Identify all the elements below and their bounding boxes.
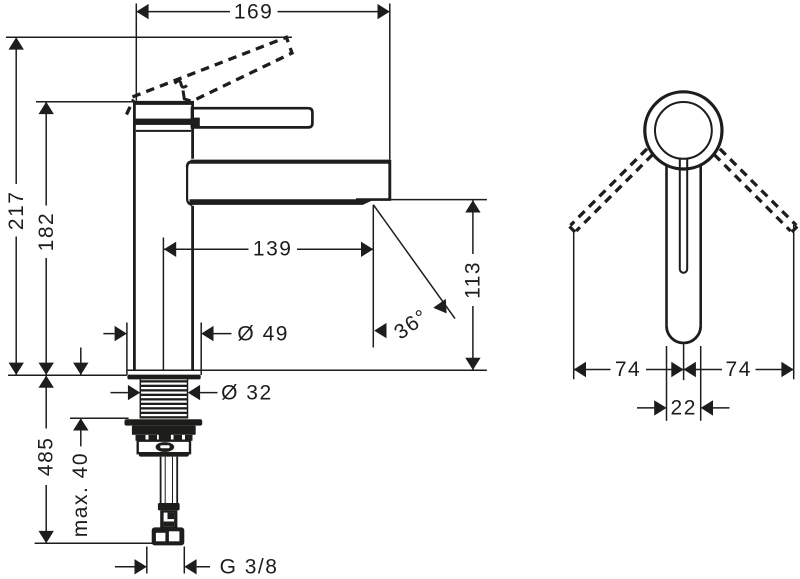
label-spray-angle: 36° (390, 305, 433, 345)
dimension-labels: 169 217 182 139 113 36° Ø 49 Ø 32 485 ma… (5, 0, 484, 579)
arrow-182-top (38, 101, 54, 115)
shank-threads (140, 380, 188, 419)
arrow-113-top (465, 200, 481, 213)
handle-lever-side (190, 106, 314, 129)
arrow-g38-left (134, 559, 147, 575)
crimp-detail-top (167, 512, 175, 520)
arrow-74-left (573, 361, 586, 378)
supply-connector-nut (151, 527, 185, 546)
threaded-shank (139, 379, 189, 419)
dimension-lines (15, 10, 474, 568)
label-swing-left: 74 (615, 358, 641, 381)
arrow-max40-top (73, 362, 89, 375)
crimp-detail-bottom (163, 521, 175, 527)
label-overall-height: 217 (5, 191, 28, 231)
front-view: 74 74 22 (568, 90, 799, 421)
aerator-face (189, 199, 375, 205)
arrow-169-left (136, 3, 149, 20)
crimp-flange (157, 503, 180, 511)
arrow-49-right (201, 325, 214, 342)
hose-crimp-sleeve (157, 503, 180, 528)
mounting-nut-top (131, 425, 196, 435)
handle-lever-plan (665, 158, 703, 345)
front-dimension-arrows (573, 361, 794, 416)
handle-circle-inner (654, 100, 713, 160)
connector-nut-window-right (168, 531, 180, 542)
arrow-217-bottom (8, 362, 24, 375)
arrow-22-left (654, 400, 667, 416)
lever-plan-outer-edges (665, 164, 702, 326)
arrow-113-bottom (465, 357, 481, 370)
arrow-36-on-line (433, 298, 447, 314)
arrow-139-right (361, 241, 374, 257)
handle-lever-collar (190, 117, 200, 127)
label-spout-reach: 139 (253, 237, 293, 260)
arrow-485-top (38, 375, 54, 388)
arrow-g38-right (184, 559, 197, 575)
handle-circle-outer (643, 90, 724, 171)
arrow-74-right (781, 361, 794, 378)
label-handle-width: 22 (671, 396, 697, 419)
mounting-hardware (124, 419, 203, 457)
arrow-74-center-right (683, 361, 696, 378)
arrow-22-right (700, 400, 713, 416)
arrow-32-left (127, 384, 141, 401)
swing-dashed-left (568, 147, 654, 234)
cap-bottom-band (133, 118, 195, 125)
arrow-182-bottom (38, 362, 54, 375)
label-swing-right: 74 (726, 358, 752, 381)
supply-hose (159, 456, 179, 504)
connector-nut-window-left (155, 532, 166, 542)
hose-inner-walls (164, 456, 173, 504)
lever-plan-inner-edges (678, 158, 689, 269)
label-supply-connection: G 3/8 (220, 556, 279, 579)
front-extension-lines (572, 225, 795, 421)
label-max-deck-thickness: max. 40 (69, 452, 92, 537)
hose-nipple-slot (160, 445, 170, 449)
handle-pivot-detail (173, 79, 191, 103)
label-spout-height: 113 (461, 261, 484, 299)
label-overall-depth: 169 (234, 0, 274, 23)
arrow-49-left (114, 325, 127, 342)
spout-left-edge (186, 166, 193, 206)
hose-outer-walls (159, 456, 179, 504)
base-plate-band (127, 374, 201, 380)
faucet-object (124, 35, 392, 546)
mounting-washer (124, 419, 203, 426)
crimp-window (163, 512, 175, 527)
hose-nipple-stem (158, 433, 171, 441)
arrow-max40-bottom (73, 418, 89, 431)
base-plate-outline (126, 369, 202, 375)
arrow-169-right (377, 3, 390, 20)
arrow-139-left (163, 241, 177, 257)
front-dimension-labels: 74 74 22 (615, 358, 752, 419)
nut-knurl-marks (135, 434, 193, 441)
handle-swing-range (568, 147, 799, 234)
label-shank-diameter: Ø 32 (221, 381, 273, 404)
lever-plan-inner-bottom (678, 268, 689, 274)
label-height-to-body-top: 182 (35, 212, 58, 252)
side-view: 169 217 182 139 113 36° Ø 49 Ø 32 485 ma… (5, 0, 487, 579)
extension-lines (6, 3, 487, 574)
arrow-32-right (187, 384, 201, 401)
handle-raised-dashed-outline (125, 35, 295, 116)
mounting-nut-bottom-band (138, 452, 189, 457)
label-body-diameter: Ø 49 (237, 322, 289, 345)
spray-angle-line (372, 204, 456, 320)
arrow-36-at-vertical (374, 322, 387, 339)
arrow-217-top (8, 37, 24, 50)
label-hose-length: 485 (35, 437, 58, 477)
swing-dashed-right (712, 147, 799, 234)
dimension-arrows (8, 3, 481, 575)
arrow-485-bottom (38, 530, 54, 544)
lever-plan-outer-bottom (665, 325, 703, 345)
arrow-74-center-left (671, 361, 684, 378)
mounting-nut-body (136, 439, 192, 455)
